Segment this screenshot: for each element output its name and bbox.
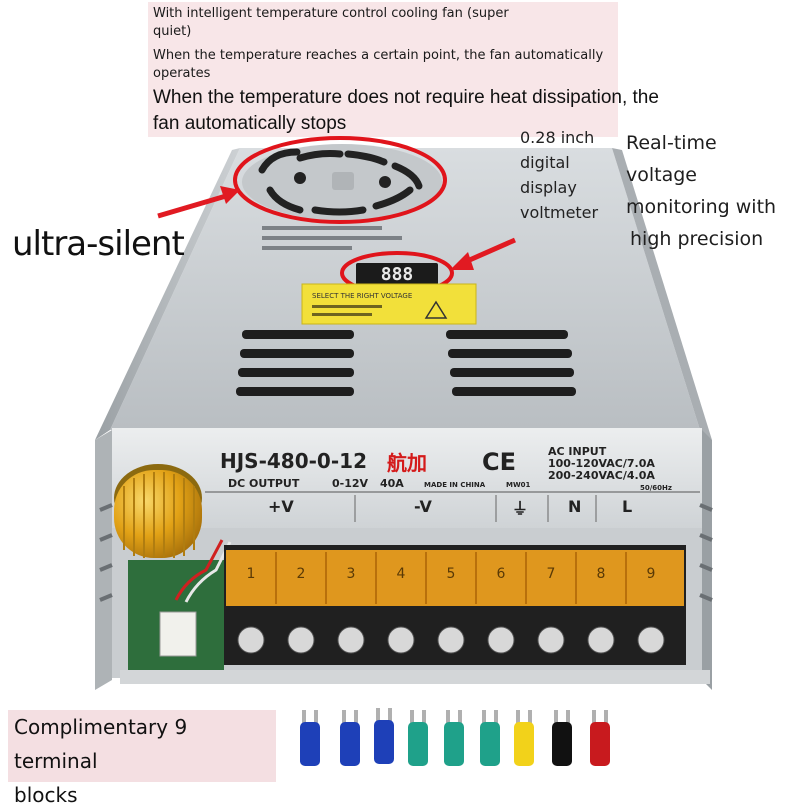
lug-3 [374, 708, 394, 764]
terminal-label-minus: -V [414, 497, 432, 516]
terminal-label-n: N [568, 497, 581, 516]
frequency-label: 50/60Hz [640, 484, 672, 492]
model-number: HJS-480-0-12 [220, 449, 367, 473]
lug-5 [444, 710, 464, 766]
terminal-number-8: 8 [597, 566, 606, 582]
fan-caption-line-4: operates [153, 66, 211, 81]
ac-input-range-1: 100-120VAC/7.0A [548, 457, 655, 470]
dc-output-label: DC OUTPUT [228, 477, 300, 490]
fan-caption-line-2: quiet) [153, 24, 192, 39]
voltmeter-caption-4: voltmeter [520, 203, 599, 222]
terminal-numbers: 1 2 3 4 5 6 7 8 9 [247, 566, 656, 582]
realtime-caption-1: Real-time [626, 132, 717, 154]
lug-9 [590, 710, 610, 766]
ce-mark: CE [482, 448, 516, 476]
fan-caption-line-1: With intelligent temperature control coo… [153, 6, 509, 21]
terminal-cover [226, 550, 684, 606]
vent-slots [236, 330, 576, 396]
terminal-number-4: 4 [397, 566, 406, 582]
realtime-caption-3: monitoring with [626, 196, 777, 218]
terminal-number-9: 9 [647, 566, 656, 582]
brand-mark: 航加 [387, 451, 427, 475]
dc-output-range: 0-12V [332, 477, 369, 490]
terminal-caption-line-1: Complimentary 9 terminal [14, 715, 188, 773]
ac-input-title: AC INPUT [548, 445, 607, 458]
voltmeter-display: 888 [356, 263, 438, 285]
terminal-label-ground: ⏚ [512, 499, 528, 518]
fan-caption-line-6: fan automatically stops [153, 113, 347, 134]
ac-input-range-2: 200-240VAC/4.0A [548, 469, 655, 482]
arrow-to-voltmeter [450, 237, 517, 270]
lug-2 [340, 710, 360, 766]
terminal-screws [237, 626, 665, 654]
base-plate [120, 670, 710, 684]
left-flange [95, 430, 112, 690]
terminal-number-1: 1 [247, 566, 256, 582]
realtime-caption-4: high precision [630, 228, 764, 250]
terminal-caption-box: Complimentary 9 terminal blocks [8, 710, 276, 807]
realtime-caption-2: voltage [626, 164, 697, 186]
terminal-number-2: 2 [297, 566, 306, 582]
lug-6 [480, 710, 500, 766]
voltmeter-caption-2: digital [520, 153, 570, 172]
lug-1 [300, 710, 320, 766]
terminal-number-6: 6 [497, 566, 506, 582]
front-label-panel [112, 428, 702, 528]
right-side-panel [612, 148, 712, 440]
right-flange [702, 430, 712, 690]
terminal-label-l: L [622, 497, 632, 516]
dc-output-current: 40A [380, 477, 404, 490]
warning-text: SELECT THE RIGHT VOLTAGE [312, 292, 412, 300]
left-side-panel [95, 148, 240, 440]
top-caption-background [148, 2, 618, 137]
voltmeter-caption-1: 0.28 inch [520, 128, 595, 147]
voltmeter-caption-3: display [520, 178, 577, 197]
ultra-silent-caption: ultra-silent [12, 224, 185, 264]
voltmeter-digits: 888 [381, 264, 414, 285]
arrow-to-fan [157, 186, 240, 219]
lug-7 [514, 710, 534, 766]
fan-highlight-circle [233, 136, 447, 224]
terminal-number-7: 7 [547, 566, 556, 582]
terminal-label-dividers [354, 495, 597, 522]
fan-grill [242, 144, 442, 220]
lug-8 [552, 710, 572, 766]
top-printed-text [262, 226, 402, 250]
warning-sticker: SELECT THE RIGHT VOLTAGE [301, 283, 477, 325]
side-slits [99, 503, 713, 602]
terminal-number-3: 3 [347, 566, 356, 582]
fan-caption-line-5: When the temperature does not require he… [153, 87, 659, 108]
terminal-cover-ribs [275, 552, 627, 604]
terminal-number-5: 5 [447, 566, 456, 582]
voltage-adjust-knob [114, 464, 202, 558]
terminal-label-plus: +V [268, 497, 294, 516]
lug-4 [408, 710, 428, 766]
fork-terminal-lugs [300, 708, 610, 766]
fan-caption-line-3: When the temperature reaches a certain p… [153, 48, 604, 63]
mw-code: MW01 [506, 481, 531, 489]
connector-plug [159, 611, 197, 657]
made-in-label: MADE IN CHINA [424, 481, 486, 489]
terminal-caption-line-2: blocks [14, 783, 78, 807]
